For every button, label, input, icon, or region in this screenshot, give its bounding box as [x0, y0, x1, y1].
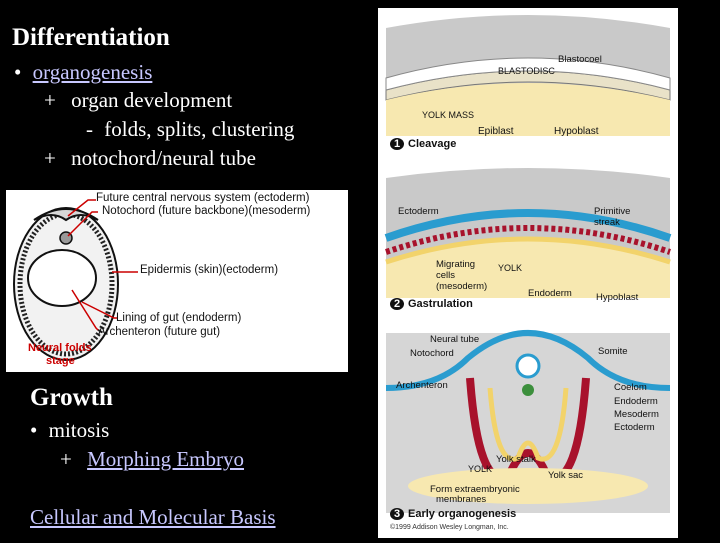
organogenesis-link[interactable]: organogenesis	[32, 60, 153, 84]
label-mesoderm-3: Mesoderm	[614, 409, 659, 420]
copyright-text: ©1999 Addison Wesley Longman, Inc.	[390, 524, 509, 531]
plus-marker: +	[44, 88, 56, 112]
label-yolk-stalk: Yolk stalk	[496, 454, 536, 465]
pointer-line	[67, 211, 98, 237]
bullet-mitosis: • mitosis	[30, 418, 109, 443]
label-cns: Future central nervous system (ectoderm)	[96, 192, 310, 204]
mesoderm-cells	[17, 211, 115, 357]
bullet-marker: •	[30, 418, 38, 442]
label-hypoblast: Hypoblast	[554, 126, 599, 137]
subsub-folds: - folds, splits, clustering	[86, 117, 294, 142]
label-coelom: Coelom	[614, 382, 647, 393]
endoderm-layer	[385, 236, 671, 265]
archenteron-shape	[27, 249, 97, 307]
gastrulation-panel	[384, 168, 672, 298]
stage-number-3: 3	[390, 508, 404, 520]
label-notochord: Notochord (future backbone)(mesoderm)	[102, 205, 311, 217]
label-epiblast: Epiblast	[478, 126, 514, 137]
bullet-marker: •	[14, 60, 22, 84]
mesoderm-cells	[385, 225, 671, 255]
sub-text: notochord/neural tube	[71, 146, 256, 170]
subsub-text: folds, splits, clustering	[104, 117, 295, 141]
label-migrating-2: cells	[436, 270, 456, 281]
label-yolk-3: YOLK	[468, 464, 493, 474]
label-epidermis: Epidermis (skin)(ectoderm)	[140, 264, 279, 276]
pointer-line	[67, 199, 96, 217]
neural-folds-shape	[33, 208, 99, 222]
label-yolk: YOLK	[498, 263, 523, 273]
stage-number-2: 2	[390, 298, 404, 310]
label-ectoderm: Ectoderm	[398, 206, 439, 217]
plus-marker: +	[60, 447, 72, 471]
bullet-organogenesis: • organogenesis	[14, 60, 152, 85]
label-yolk-mass: YOLK MASS	[422, 110, 475, 120]
label-membranes-1: Form extraembryonic	[430, 484, 520, 495]
plus-marker: +	[44, 146, 56, 170]
label-notochord-3: Notochord	[410, 348, 454, 359]
slide-title: Differentiation	[12, 24, 170, 51]
stage-number-1: 1	[390, 138, 404, 150]
embryo-stages-figure: Blastocoel BLASTODISC YOLK MASS Epiblast…	[378, 8, 678, 538]
label-stage-2: stage	[46, 355, 75, 367]
label-hypoblast-2: Hypoblast	[596, 292, 639, 303]
label-stage-1: Neural folds	[28, 342, 92, 354]
neural-folds-diagram	[13, 199, 138, 361]
yolk-area	[408, 468, 648, 504]
sub-notochord: + notochord/neural tube	[44, 146, 256, 171]
mesoderm-folds	[466, 377, 590, 483]
label-archenteron: Archenteron (future gut)	[98, 326, 221, 338]
label-endoderm: Endoderm	[528, 288, 572, 299]
yolk-area	[386, 83, 670, 136]
background-area	[386, 333, 670, 513]
notochord-shape	[522, 384, 534, 396]
organogenesis-panel	[385, 330, 671, 513]
label-membranes-2: membranes	[436, 494, 487, 505]
label-primitive-1: Primitive	[594, 206, 631, 217]
label-endoderm-3: Endoderm	[614, 396, 658, 407]
mitosis-text: mitosis	[48, 418, 110, 442]
label-yolk-sac: Yolk sac	[548, 470, 584, 481]
label-gastrulation: Gastrulation	[408, 298, 473, 310]
label-somite: Somite	[598, 346, 628, 357]
sub-organ-development: + organ development	[44, 88, 232, 113]
label-early-organogenesis: Early organogenesis	[408, 508, 517, 520]
neural-folds-figure: Future central nervous system (ectoderm)…	[6, 190, 348, 372]
ectoderm-layer	[384, 209, 672, 242]
label-ectoderm-3: Ectoderm	[614, 422, 655, 433]
label-blastodisc: BLASTODISC	[498, 66, 555, 76]
cellular-molecular-link[interactable]: Cellular and Molecular Basis	[30, 505, 276, 529]
neural-tube-shape	[515, 353, 541, 379]
sub-morphing: + Morphing Embryo	[60, 447, 244, 472]
label-neural-tube: Neural tube	[430, 334, 480, 345]
dash-marker: -	[86, 117, 93, 141]
pointer-line	[81, 301, 118, 319]
label-gut: Lining of gut (endoderm)	[116, 312, 242, 324]
sub-text: organ development	[71, 88, 233, 112]
label-primitive-2: streak	[594, 217, 620, 228]
growth-title: Growth	[30, 384, 113, 411]
cleavage-panel	[385, 15, 671, 136]
label-blastocoel: Blastocoel	[558, 54, 602, 65]
label-archenteron-3: Archenteron	[396, 380, 448, 391]
morphing-embryo-link[interactable]: Morphing Embryo	[87, 447, 244, 471]
embryo-stages-diagram	[384, 15, 672, 513]
label-cleavage: Cleavage	[408, 138, 457, 150]
cell-layer	[385, 57, 671, 91]
ectoderm-layer	[385, 330, 671, 391]
endoderm-folds	[487, 387, 569, 462]
label-migrating-3: (mesoderm)	[436, 281, 488, 292]
yolk-area	[386, 239, 670, 298]
pointer-line	[71, 289, 99, 331]
label-migrating-1: Migrating	[436, 259, 476, 270]
